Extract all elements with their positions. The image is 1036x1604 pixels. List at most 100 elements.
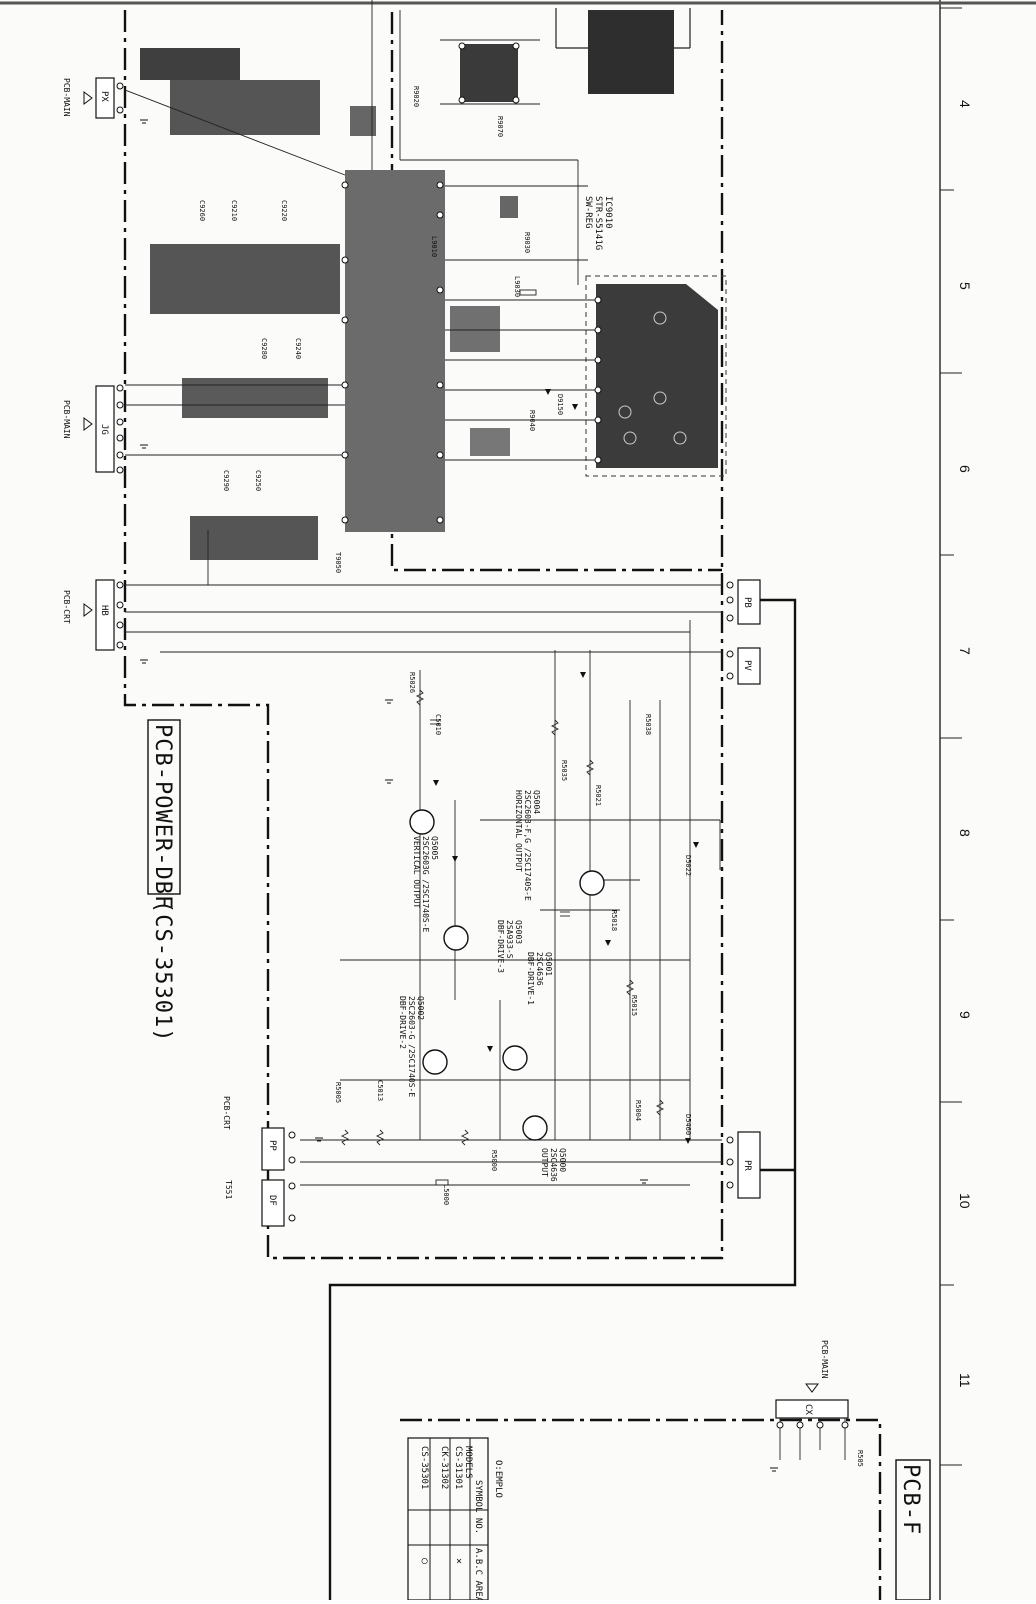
connector-hb-dest: PCB-CRT	[62, 590, 71, 624]
models-table-area: A.B.C AREA	[473, 1548, 483, 1600]
q5003-part: 2SA933-S	[505, 920, 514, 959]
svg-text:R5000: R5000	[490, 1150, 498, 1171]
board-title: PCB-POWER-DBF (CS-35301)	[147, 719, 181, 1042]
wiring	[124, 0, 846, 1460]
ic9010-role: SW-REG	[583, 196, 593, 229]
component-annotations: R9020 R9070 R9030 L9010 L9030 R9040 D915…	[198, 86, 864, 1467]
board-model-text: (CS-35301)	[150, 900, 175, 1042]
grid-col-4: 4	[957, 100, 973, 108]
svg-text:D5460: D5460	[684, 1114, 692, 1135]
board-title-text: PCB-POWER-DBF	[150, 724, 175, 909]
connector-jg-label: JG	[99, 424, 109, 435]
q5002-role: DBF-DRIVE-2	[398, 996, 407, 1049]
connector-hb[interactable]: HB PCB-CRT	[62, 579, 124, 651]
connector-hb-label: HB	[99, 605, 109, 616]
top-frame	[0, 1, 1036, 49]
models-table-models: MODELS	[463, 1446, 473, 1479]
svg-text:C9220: C9220	[280, 200, 288, 221]
connector-cx-label: CX	[803, 1404, 813, 1415]
q5004-role: HORIZONTAL OUTPUT	[514, 790, 523, 872]
transistor-symbols	[409, 809, 605, 1141]
connector-pr[interactable]: PR	[726, 1131, 761, 1199]
connector-pp-label: PP	[267, 1140, 277, 1151]
svg-text:L9010: L9010	[430, 236, 438, 257]
models-table-emplo: O:EMPLO	[493, 1460, 503, 1498]
connector-px-dest: PCB-MAIN	[62, 78, 71, 117]
connector-pp-dest: PCB-CRT	[222, 1096, 231, 1130]
ic9010-label: IC9010 STR-S5141G SW-REG	[583, 196, 613, 250]
q5004-ref: Q5004	[532, 790, 541, 814]
svg-text:D9150: D9150	[556, 394, 564, 415]
svg-text:R9030: R9030	[523, 232, 531, 253]
svg-text:R5004: R5004	[634, 1100, 642, 1121]
ground-symbols	[140, 119, 778, 1472]
grid-col-11: 11	[957, 1373, 973, 1388]
models-table-row3: CS-35301	[419, 1446, 429, 1489]
svg-text:C5010: C5010	[434, 714, 442, 735]
q5002-part: 2SC2603-G /2SC1740S-E	[407, 996, 416, 1097]
models-table-row2: CK-31302	[439, 1446, 449, 1489]
connector-jg-dest: PCB-MAIN	[62, 400, 71, 439]
q5000-role: OUTPUT	[540, 1148, 549, 1177]
ic9010-part: STR-S5141G	[593, 196, 603, 250]
q5005-part: 2SC2603G /2SC1740S-E	[421, 836, 430, 933]
q5002-ref: Q5002	[416, 996, 425, 1020]
models-table-symbol: SYMBOL NO.	[473, 1480, 483, 1534]
models-table-row1: CS-31301	[453, 1446, 463, 1489]
board-outline	[123, 10, 882, 1600]
connector-px-label: PX	[99, 91, 109, 102]
diode-symbols	[433, 389, 699, 1144]
grid-col-6: 6	[957, 465, 973, 473]
svg-text:R5035: R5035	[560, 760, 568, 781]
ic9010-ref: IC9010	[603, 196, 613, 229]
svg-text:C9260: C9260	[198, 200, 206, 221]
q5004-part: 2SC2603-F,G /2SC1740S-E	[523, 790, 532, 901]
q5005-ref: Q5005	[430, 836, 439, 860]
svg-text:R9070: R9070	[496, 116, 504, 137]
connector-pv[interactable]: PV	[726, 647, 761, 685]
svg-text:L5000: L5000	[442, 1184, 450, 1205]
q5005-role: VERTICAL OUTPUT	[412, 836, 421, 908]
svg-text:R5038: R5038	[644, 714, 652, 735]
grid-col-9: 9	[957, 1011, 973, 1019]
svg-text:C5013: C5013	[376, 1080, 384, 1101]
connector-pb-label: PB	[742, 597, 752, 608]
shaded-regions	[140, 10, 718, 560]
connector-pb[interactable]: PB	[726, 579, 761, 625]
transformer-ref: T9050	[334, 552, 342, 573]
board-wires	[328, 598, 797, 1600]
grid-col-5: 5	[957, 282, 973, 290]
models-table-row1-mark: ×	[453, 1558, 464, 1564]
svg-text:C9240: C9240	[294, 338, 302, 359]
svg-text:R9020: R9020	[412, 86, 420, 107]
svg-text:R505: R505	[856, 1450, 864, 1467]
connector-pv-label: PV	[742, 660, 752, 671]
q5003-role: DBF-DRIVE-3	[496, 920, 505, 973]
connector-df[interactable]: DF T551	[224, 1179, 296, 1227]
grid-ruler: 4 5 6 7 8 9 10 11	[939, 0, 973, 1600]
ic-dashed-frame	[585, 275, 727, 477]
transistor-labels: Q5000 2SC4636 OUTPUT Q5001 2SC4636 DBF-D…	[398, 790, 567, 1182]
q5003-ref: Q5003	[514, 920, 523, 944]
svg-text:C9290: C9290	[222, 470, 230, 491]
svg-text:R5026: R5026	[408, 672, 416, 693]
q5000-ref: Q5000	[558, 1148, 567, 1172]
partial-title-text: PCB-F	[898, 1464, 923, 1535]
connector-cx[interactable]: CX PCB-MAIN	[775, 1340, 849, 1429]
q5001-part: 2SC4636	[535, 952, 544, 986]
passive-components	[340, 289, 665, 1186]
grid-col-10: 10	[957, 1193, 973, 1209]
partial-title: PCB-F	[895, 1459, 931, 1601]
svg-text:R9040: R9040	[528, 410, 536, 431]
pin-nodes	[341, 42, 602, 524]
svg-text:C9280: C9280	[260, 338, 268, 359]
svg-text:R5015: R5015	[630, 995, 638, 1016]
connector-jg[interactable]: JG PCB-MAIN	[62, 384, 124, 474]
connector-px[interactable]: PX PCB-MAIN	[62, 77, 124, 119]
svg-text:C9250: C9250	[254, 470, 262, 491]
connector-cx-dest: PCB-MAIN	[820, 1340, 829, 1379]
connector-pp[interactable]: PP PCB-CRT	[222, 1096, 296, 1171]
svg-text:R5018: R5018	[610, 910, 618, 931]
